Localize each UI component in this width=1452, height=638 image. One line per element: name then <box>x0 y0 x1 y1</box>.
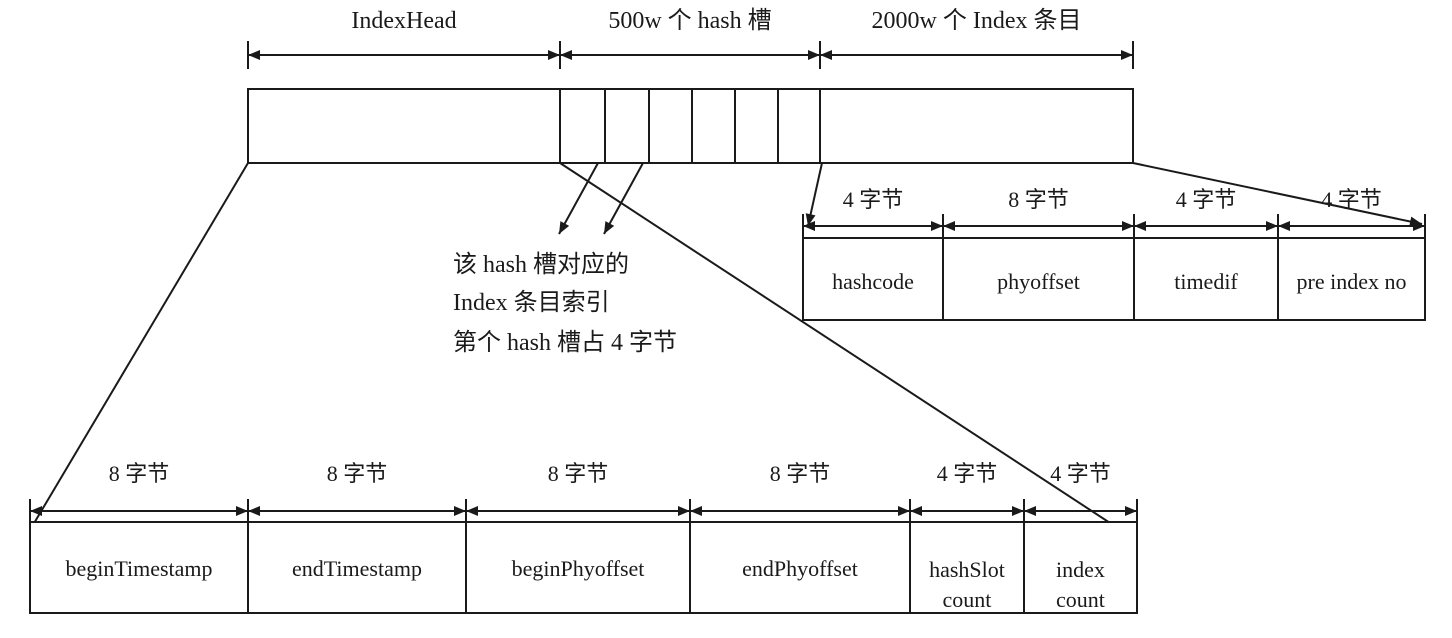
index-head-expand-line-left <box>29 162 249 531</box>
index-head-row <box>29 521 1138 614</box>
slot-pointer-arrow <box>559 221 570 234</box>
annotation-line: 该 hash 槽对应的 <box>453 251 629 278</box>
top-file-layout: IndexHead 500w 个 hash 槽 2000w 个 Index 条目 <box>247 7 1134 164</box>
field-size-label: 4 字节 <box>1176 187 1237 212</box>
slot-pointer-line <box>558 162 599 235</box>
index-head-dimension-4-arrow-left <box>910 506 922 516</box>
field-name-label: hashSlot <box>929 557 1005 582</box>
field-name-label: index <box>1056 557 1105 582</box>
index-head-table: 8 字节 beginTimestamp 8 字节 endTimestamp 8 字节 be… <box>29 461 1138 614</box>
index-entry-expand-line <box>1132 162 1423 225</box>
top-dimension-0-arrow-left <box>248 50 260 60</box>
index-entry-dimension-3-arrow-right <box>1413 221 1425 231</box>
field-size-label: 4 字节 <box>937 461 998 486</box>
slot-pointer-arrow <box>604 221 615 234</box>
index-entry-dimension-1-arrow-right <box>1122 221 1134 231</box>
index-entry-dimension-0-arrow-right <box>931 221 943 231</box>
section-title: 500w 个 hash 槽 <box>608 7 771 34</box>
index-head-dimension-1-arrow-left <box>248 506 260 516</box>
index-head-expand-line-right <box>559 162 1134 539</box>
index-head-dimension-4-arrow-right <box>1012 506 1024 516</box>
index-head-dimension-1-arrow-right <box>454 506 466 516</box>
slot-to-entry-arrow <box>805 213 816 226</box>
field-size-label: 8 字节 <box>548 461 609 486</box>
field-size-label: 8 字节 <box>1008 187 1069 212</box>
field-size-label: 8 字节 <box>770 461 831 486</box>
index-entry-dimension-2-arrow-left <box>1134 221 1146 231</box>
field-name-label: endPhyoffset <box>742 556 858 581</box>
index-head-dimension-5-arrow-right <box>1125 506 1137 516</box>
index-entry-dimension-1-arrow-left <box>943 221 955 231</box>
field-size-label: 8 字节 <box>327 461 388 486</box>
field-name-label: endTimestamp <box>292 556 422 581</box>
top-dimension-2-arrow-left <box>820 50 832 60</box>
index-head-dimension-3-arrow-right <box>898 506 910 516</box>
index-head-dimension-2-arrow-right <box>678 506 690 516</box>
field-name-label: count <box>1056 587 1105 612</box>
field-name-label: phyoffset <box>997 269 1080 294</box>
field-name-label: count <box>943 587 992 612</box>
index-head-dimension-5-arrow-left <box>1024 506 1036 516</box>
section-title: 2000w 个 Index 条目 <box>872 7 1082 34</box>
section-title: IndexHead <box>351 8 456 34</box>
field-size-label: 4 字节 <box>1050 461 1111 486</box>
index-entry-table: 4 字节 hashcode 8 字节 phyoffset 4 字节 timedif 4 字节… <box>802 162 1426 321</box>
index-entry-dimension-3-arrow-left <box>1278 221 1290 231</box>
field-size-label: 4 字节 <box>1321 187 1382 212</box>
index-head-dimension-2-arrow-left <box>466 506 478 516</box>
annotation-line: 第个 hash 槽占 4 字节 <box>453 329 677 356</box>
field-name-label: hashcode <box>832 269 914 294</box>
field-name-label: timedif <box>1174 269 1238 294</box>
index-entry-row <box>802 237 1426 321</box>
top-dimension-0-arrow-right <box>548 50 560 60</box>
annotation-line: Index 条目索引 <box>453 289 610 316</box>
index-head-dimension-0-arrow-right <box>236 506 248 516</box>
field-name-label: pre index no <box>1297 269 1407 294</box>
top-dimension-2-arrow-right <box>1121 50 1133 60</box>
index-entry-dimension-2-arrow-right <box>1266 221 1278 231</box>
field-name-label: beginTimestamp <box>65 556 212 581</box>
slot-pointer-line <box>603 162 644 235</box>
field-size-label: 4 字节 <box>843 187 904 212</box>
file-bar <box>247 88 1134 164</box>
connector-lines <box>29 162 1423 539</box>
field-size-label: 8 字节 <box>109 461 170 486</box>
index-head-dimension-3-arrow-left <box>690 506 702 516</box>
index-head-dimension-0-arrow-left <box>30 506 42 516</box>
top-dimension-1-arrow-left <box>560 50 572 60</box>
field-name-label: beginPhyoffset <box>512 556 645 581</box>
top-dimension-1-arrow-right <box>808 50 820 60</box>
